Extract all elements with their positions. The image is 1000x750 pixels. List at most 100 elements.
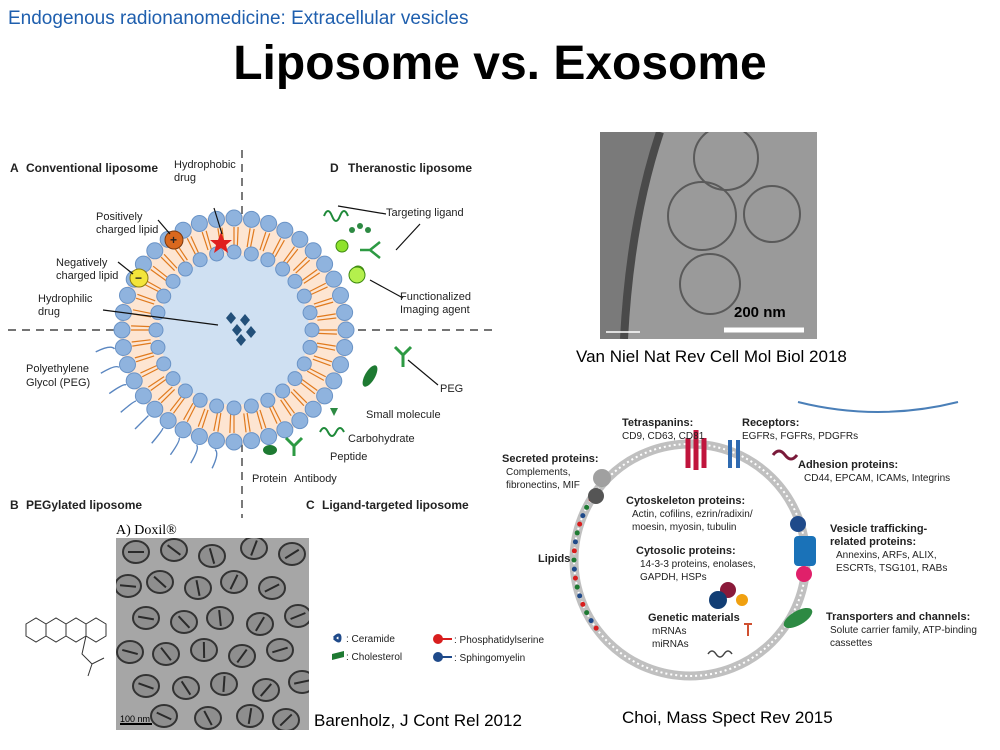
lipid-head <box>276 221 294 239</box>
legend-sphingomyelin: : Sphingomyelin <box>454 653 525 664</box>
doxil-scale-label: 100 nm <box>120 714 151 724</box>
arrow <box>395 223 421 251</box>
top-arc <box>797 401 959 413</box>
small-molecule-label: Small molecule <box>366 409 441 421</box>
genetic-items-2: miRNAs <box>652 639 689 650</box>
peg-chain <box>151 427 164 444</box>
lipid-head <box>243 246 259 262</box>
lipid-tail <box>306 370 325 381</box>
lipid-head <box>337 321 355 339</box>
lipid-tail <box>243 413 247 433</box>
transporter-icon <box>783 607 813 629</box>
doxil-vesicle <box>146 570 174 594</box>
transporters-items-2: cassettes <box>830 638 872 649</box>
lipid-tail <box>205 230 212 250</box>
lipid-head <box>260 428 278 446</box>
lipid-head <box>296 288 312 304</box>
peg-chain <box>190 444 199 464</box>
lipid-tail <box>259 409 267 429</box>
protein-icon <box>263 445 277 455</box>
panel-d-title: Theranostic liposome <box>348 161 472 175</box>
secreted-items-1: Complements, <box>506 467 570 478</box>
doxil-vesicle <box>278 542 306 566</box>
tetraspanins-title: Tetraspanins: <box>622 417 693 429</box>
doxil-vesicle <box>258 576 286 600</box>
lipid-head <box>243 398 259 414</box>
functionalized-label-1: Functionalized <box>400 291 471 303</box>
lipid-head <box>316 387 334 405</box>
lipid-tail <box>280 399 292 417</box>
exosome-caption: Choi, Mass Spect Rev 2015 <box>622 708 833 727</box>
lipid-tail <box>213 412 219 432</box>
lipid-tail <box>282 397 296 414</box>
lipid-tail <box>190 236 200 254</box>
lipid-tail <box>274 239 285 258</box>
doxil-vesicle <box>170 610 198 634</box>
adhesion-protein-icon <box>771 449 799 461</box>
lipid-mark <box>580 601 586 607</box>
lipid-head <box>165 371 181 387</box>
doxil-vesicle <box>210 672 238 696</box>
doxil-caption: Barenholz, J Cont Rel 2012 <box>314 711 522 730</box>
doxil-micrograph <box>116 538 309 730</box>
lipid-mark <box>572 575 578 581</box>
vesicle-items-1: Annexins, ARFs, ALIX, <box>836 550 937 561</box>
lipid-head <box>114 339 132 357</box>
cytosolic-protein-icon <box>736 594 748 606</box>
vesicle-protein-icon <box>796 566 812 582</box>
doxil-tem-image: 100 nm <box>116 538 309 730</box>
lipid-mark <box>577 521 583 527</box>
tetraspanins-items: CD9, CD63, CD81 <box>622 431 705 442</box>
lipids-title: Lipids <box>538 553 570 565</box>
panel-d-letter: D <box>330 161 339 175</box>
lipid-tail <box>163 253 178 269</box>
lipid-head <box>190 428 208 446</box>
lipid-tail <box>169 395 183 412</box>
lipid-head <box>260 214 278 232</box>
cytosolic-title: Cytosolic proteins: <box>636 545 736 557</box>
cryo-em-image: 200 nm <box>600 132 817 339</box>
positively-charged-label-1: Positively <box>96 211 143 223</box>
mirna-icon <box>707 650 733 658</box>
hydrophobic-drug-star-icon <box>210 232 232 253</box>
lipid-head <box>190 214 208 232</box>
lipid-tail <box>313 355 333 363</box>
lipid-tail <box>137 293 156 302</box>
lipid-head <box>325 270 343 288</box>
lipid-tail <box>301 268 318 282</box>
secreted-protein-icon <box>588 488 604 504</box>
vesicle-protein-icon <box>794 536 816 566</box>
lipid-tail <box>132 309 152 315</box>
peg-chains <box>95 346 218 469</box>
lipid-head <box>325 372 343 390</box>
ligand-bead-icon <box>335 239 349 253</box>
lipid-head <box>118 286 136 304</box>
lipid-tail <box>152 265 169 279</box>
lipid-tail <box>292 256 308 272</box>
panel-a-title: Conventional liposome <box>26 161 158 175</box>
doxil-vesicle <box>132 606 160 630</box>
lipid-head <box>225 209 243 227</box>
lipid-mark <box>580 513 586 519</box>
hydrophilic-drug-label-2: drug <box>38 306 60 318</box>
lipid-tail <box>150 268 167 282</box>
targeting-ligand-icon <box>323 210 349 222</box>
lipid-head <box>275 261 291 277</box>
panel-b-letter: B <box>10 498 19 512</box>
doxorubicin-structure-icon <box>25 617 107 677</box>
lipid-mark <box>577 593 583 599</box>
doxil-vesicle <box>198 544 226 568</box>
vesicle-title-2: related proteins: <box>830 536 916 548</box>
lipid-head <box>146 242 164 260</box>
secreted-protein-icon <box>593 469 611 487</box>
carbohydrate-label: Carbohydrate <box>348 433 415 445</box>
lipid-head <box>316 255 334 273</box>
lipid-mark <box>571 548 577 554</box>
lipid-head <box>226 244 242 260</box>
cytosolic-protein-icon <box>709 591 727 609</box>
cytoskeleton-items-1: Actin, cofilins, ezrin/radixin/ <box>632 509 753 520</box>
genetic-title: Genetic materials <box>648 612 740 624</box>
lipid-tail <box>140 364 158 374</box>
lipid-tail <box>256 410 263 430</box>
negatively-charged-label-2: charged lipid <box>56 270 118 282</box>
